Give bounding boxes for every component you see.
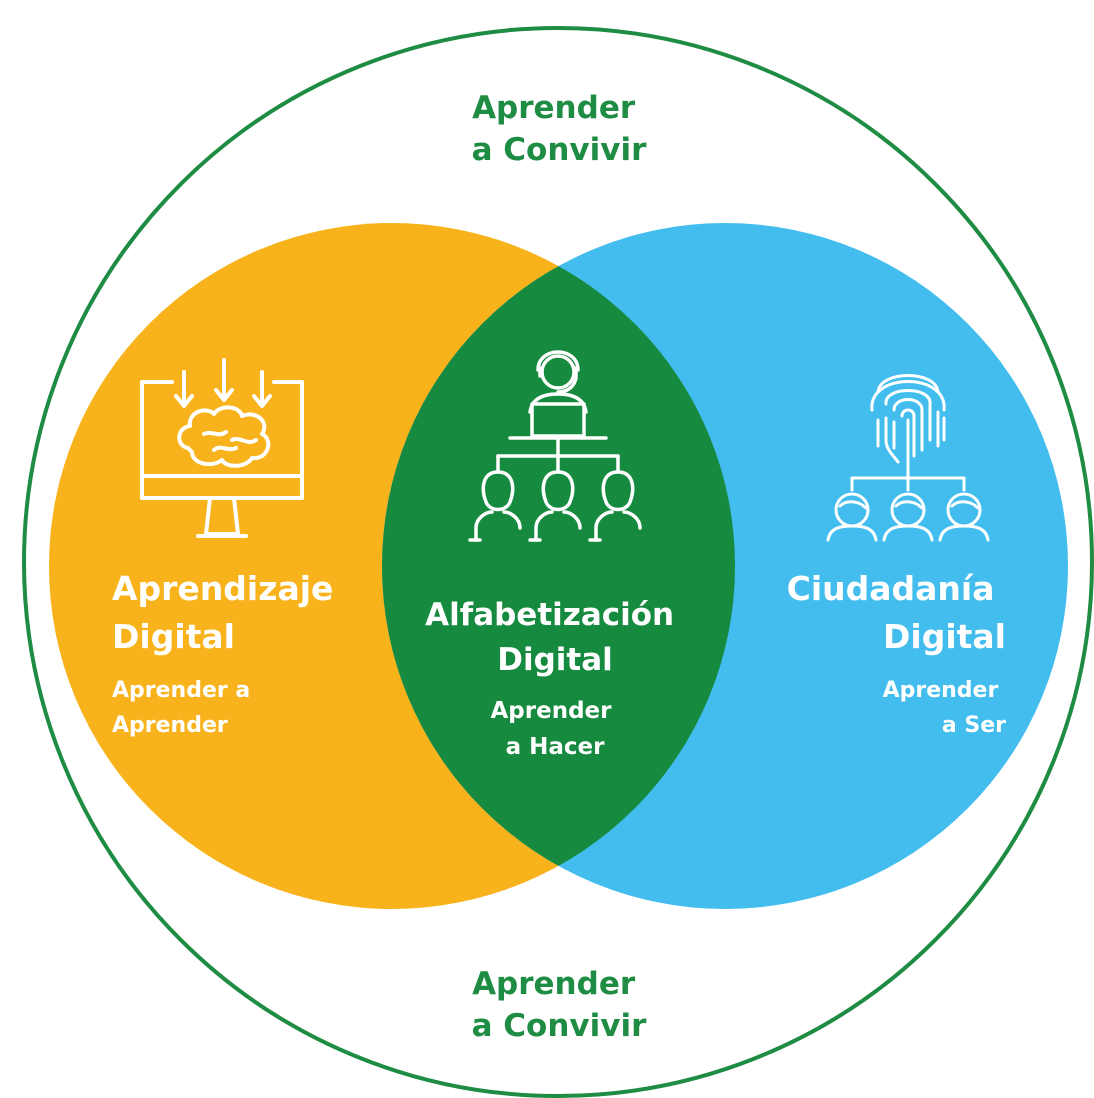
right-title: Ciudadanía Digital bbox=[787, 569, 1006, 656]
brain-monitor-icon bbox=[140, 358, 304, 538]
center-subtitle: Aprender a Hacer bbox=[490, 698, 619, 760]
fingerprint-people-icon bbox=[826, 374, 990, 542]
outer-bottom-label: Aprender a Convivir bbox=[472, 966, 647, 1044]
outer-top-label: Aprender a Convivir bbox=[472, 90, 647, 168]
left-subtitle: Aprender a Aprender bbox=[112, 678, 258, 738]
teacher-students-icon bbox=[468, 350, 642, 542]
right-subtitle: Aprender a Ser bbox=[883, 678, 1007, 738]
center-title: Alfabetización Digital bbox=[425, 597, 685, 678]
left-title: Aprendizaje Digital bbox=[112, 569, 345, 656]
